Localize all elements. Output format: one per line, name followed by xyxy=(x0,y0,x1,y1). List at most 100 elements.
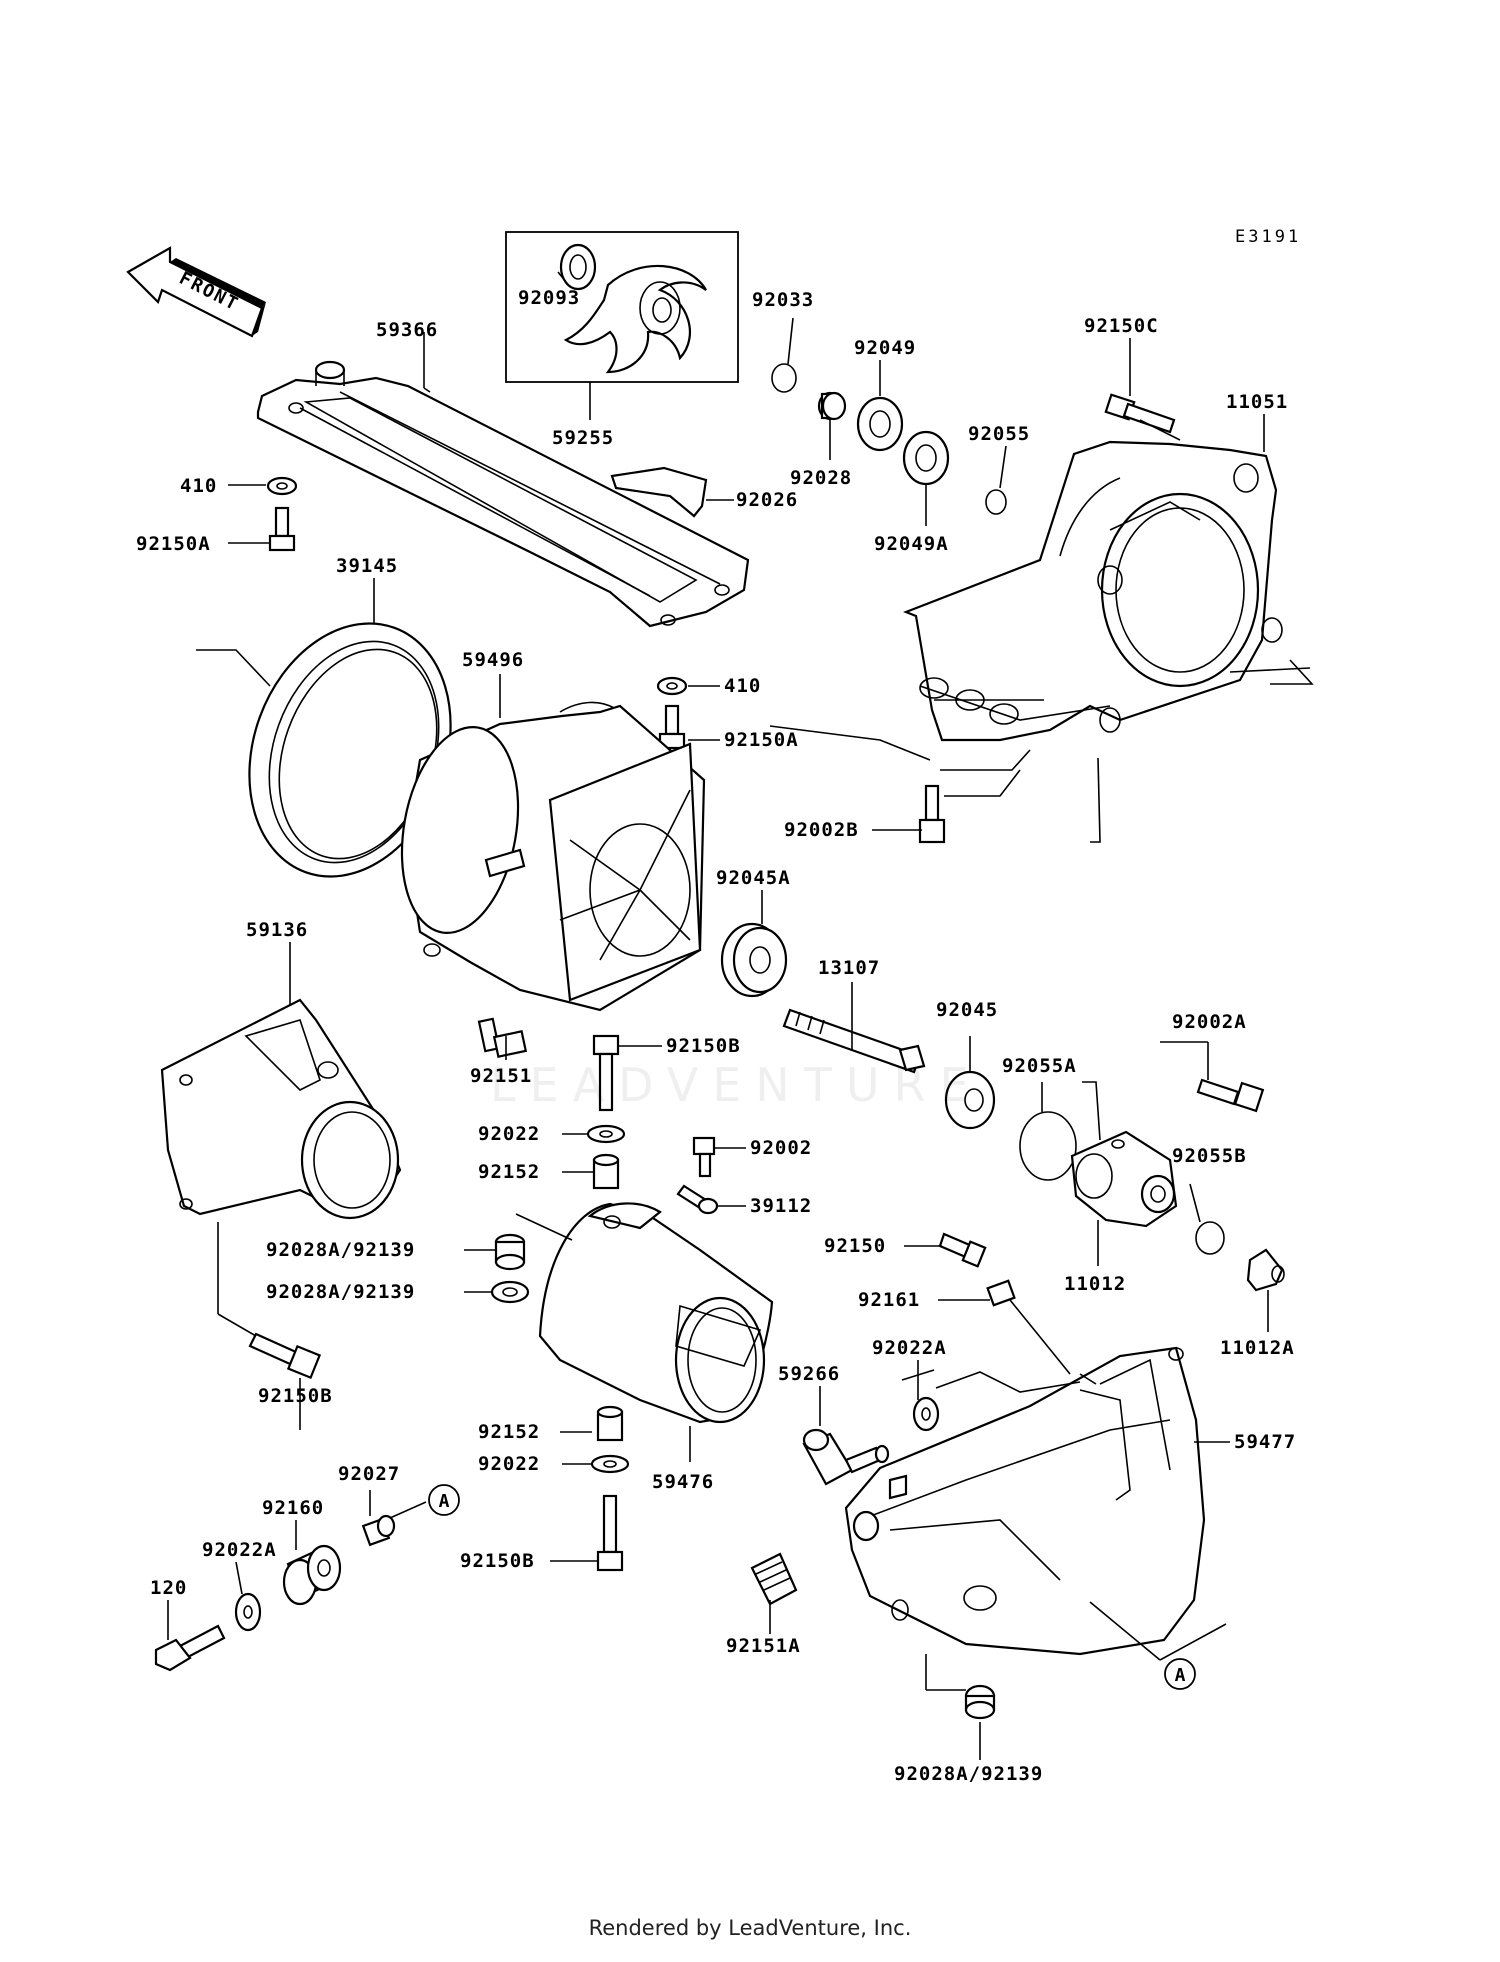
bolt-92002a xyxy=(1196,1078,1265,1113)
bolt-92150 xyxy=(938,1232,987,1268)
washer-92022-upper xyxy=(586,1124,626,1144)
damper-92160 xyxy=(282,1544,342,1606)
callout-92152-upper: 92152 xyxy=(478,1161,540,1183)
bolt-92002 xyxy=(692,1136,716,1178)
washer-92022a-left xyxy=(234,1592,262,1632)
bolt-120 xyxy=(154,1624,226,1672)
callout-59255: 59255 xyxy=(552,427,614,449)
watermark: LEADVENTURE xyxy=(490,1058,983,1112)
callout-92027: 92027 xyxy=(338,1463,400,1485)
callout-59477: 59477 xyxy=(1234,1431,1296,1453)
circlip-92033 xyxy=(771,363,797,393)
callout-59476: 59476 xyxy=(652,1471,714,1493)
callout-59496: 59496 xyxy=(462,649,524,671)
o-ring-92055a xyxy=(1019,1111,1077,1181)
cap-92161 xyxy=(986,1279,1016,1307)
callout-59366: 59366 xyxy=(376,319,438,341)
bearing-92049a xyxy=(902,430,950,486)
bolt-92150c xyxy=(1104,393,1176,434)
bolt-92002b xyxy=(918,784,946,844)
diagram-code: E3191 xyxy=(1235,227,1301,247)
callout-92028a-middle: 92028A/92139 xyxy=(266,1281,415,1303)
callout-410-upper: 410 xyxy=(180,475,217,497)
callout-92022-upper: 92022 xyxy=(478,1123,540,1145)
callout-92150a-lower: 92150A xyxy=(724,729,799,751)
bearing-92049 xyxy=(856,396,904,452)
o-ring-92055 xyxy=(985,489,1007,515)
callout-13107: 13107 xyxy=(818,957,880,979)
reverse-bucket-59477 xyxy=(844,1346,1206,1656)
deflector-59476 xyxy=(538,1202,774,1424)
callout-92002b: 92002B xyxy=(784,819,859,841)
plate-92026 xyxy=(610,466,708,518)
collar-92152-lower xyxy=(596,1405,624,1442)
callout-92028a-upper: 92028A/92139 xyxy=(266,1239,415,1261)
collar-92152-upper xyxy=(592,1153,620,1190)
callout-92002a: 92002A xyxy=(1172,1011,1247,1033)
nozzle-59136 xyxy=(160,998,402,1220)
svg-text:A: A xyxy=(1175,1665,1186,1686)
callout-92150b-upper: 92150B xyxy=(666,1035,741,1057)
fitting-59266 xyxy=(802,1428,890,1486)
callout-92002: 92002 xyxy=(750,1137,812,1159)
callout-92150: 92150 xyxy=(824,1235,886,1257)
pump-cover-plate xyxy=(256,360,750,628)
callout-92045a: 92045A xyxy=(716,867,791,889)
collar-92028 xyxy=(817,391,847,421)
callout-92022-lower: 92022 xyxy=(478,1453,540,1475)
callout-92028: 92028 xyxy=(790,467,852,489)
callout-59136: 59136 xyxy=(246,919,308,941)
washer-92022a-right xyxy=(912,1396,940,1432)
callout-92151a: 92151A xyxy=(726,1635,801,1657)
washer-92022-lower xyxy=(590,1454,630,1474)
reference-marker-a-left: A xyxy=(428,1484,460,1516)
svg-text:A: A xyxy=(439,1491,450,1512)
cover-11012 xyxy=(1070,1130,1178,1228)
callout-92160: 92160 xyxy=(262,1497,324,1519)
callout-92055b: 92055B xyxy=(1172,1145,1247,1167)
callout-410-lower: 410 xyxy=(724,675,761,697)
callout-92022a-right: 92022A xyxy=(872,1337,947,1359)
callout-92150b-left: 92150B xyxy=(258,1385,333,1407)
callout-92093: 92093 xyxy=(518,287,580,309)
bolt-92150b-left xyxy=(248,1332,322,1380)
callout-92049: 92049 xyxy=(854,337,916,359)
callout-11051: 11051 xyxy=(1226,391,1288,413)
callout-11012a: 11012A xyxy=(1220,1337,1295,1359)
bushing-92028a-upper xyxy=(494,1233,526,1271)
bracket-39112 xyxy=(676,1184,719,1215)
callout-92028a-lower: 92028A/92139 xyxy=(894,1763,1043,1785)
pump-housing-59496 xyxy=(400,701,706,1012)
bushing-92028a-middle xyxy=(490,1280,530,1304)
callout-92033: 92033 xyxy=(752,289,814,311)
washer-410-lower xyxy=(656,676,688,696)
reference-marker-a-right: A xyxy=(1164,1658,1196,1690)
callout-120: 120 xyxy=(150,1577,187,1599)
bolt-92151 xyxy=(477,1017,528,1058)
callout-labels: 59366 92093 59255 92033 92049 92028 9204… xyxy=(136,287,1296,1785)
callout-59266: 59266 xyxy=(778,1363,840,1385)
callout-92055: 92055 xyxy=(968,423,1030,445)
callout-92049a: 92049A xyxy=(874,533,949,555)
bolt-92151a xyxy=(750,1552,798,1606)
callout-92022a-left: 92022A xyxy=(202,1539,277,1561)
bushing-92028a-lower xyxy=(964,1684,996,1720)
pump-case-11051 xyxy=(902,440,1283,742)
callout-92151: 92151 xyxy=(470,1065,532,1087)
footer-credit: Rendered by LeadVenture, Inc. xyxy=(588,1916,912,1940)
bolt-92150b-lower xyxy=(596,1494,624,1572)
collar-92027 xyxy=(361,1514,396,1547)
callout-92161: 92161 xyxy=(858,1289,920,1311)
callout-92152-lower: 92152 xyxy=(478,1421,540,1443)
bolt-92150b-upper xyxy=(592,1034,620,1112)
cap-11012a xyxy=(1246,1248,1285,1292)
callout-11012: 11012 xyxy=(1064,1273,1126,1295)
bolt-92150a-upper xyxy=(268,506,296,552)
bearing-92045a xyxy=(720,922,788,998)
bearing-92045 xyxy=(944,1070,996,1130)
callout-92150b-lower: 92150B xyxy=(460,1550,535,1572)
impeller-inset-box xyxy=(505,231,739,383)
callout-92045: 92045 xyxy=(936,999,998,1021)
bolt-92150a-lower xyxy=(658,704,686,750)
